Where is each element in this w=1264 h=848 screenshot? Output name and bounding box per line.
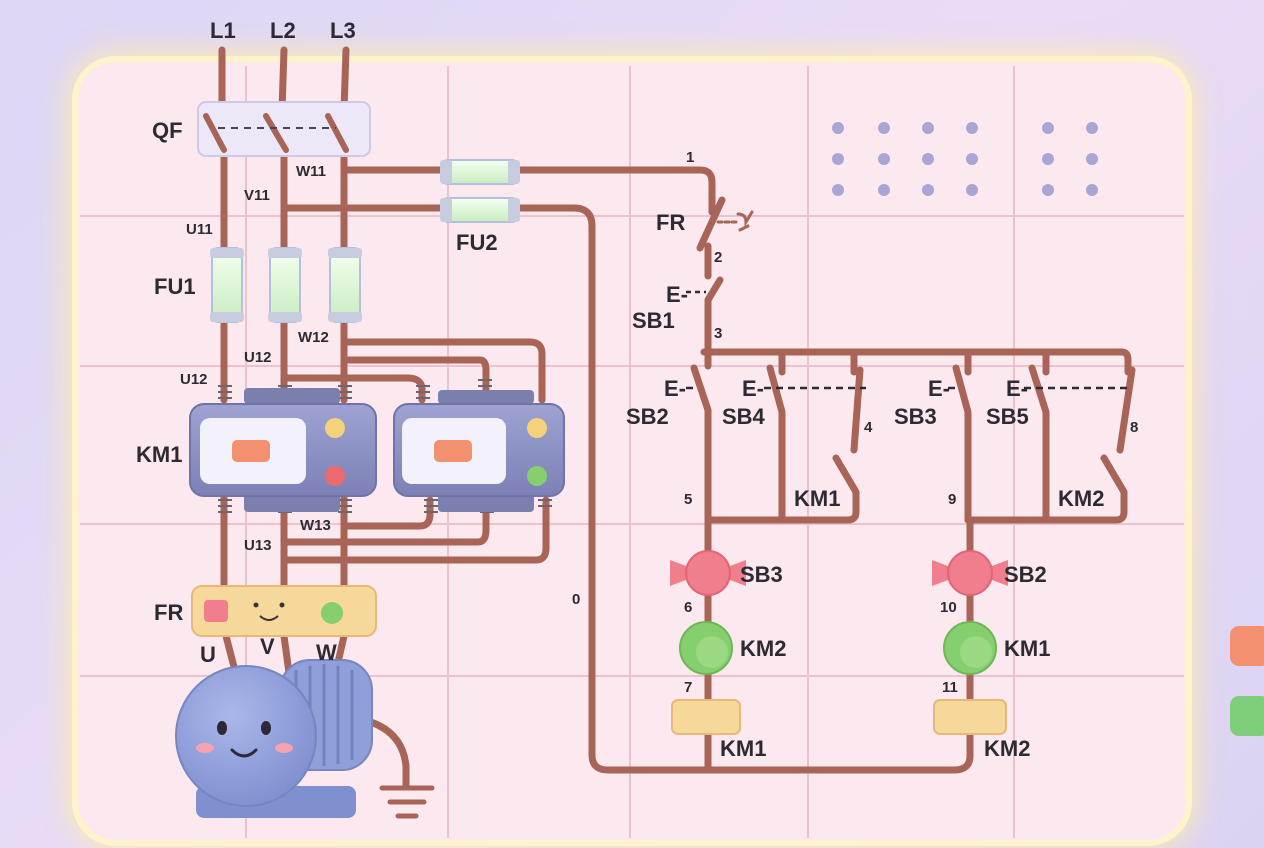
side-green-button[interactable]: [1230, 696, 1264, 736]
label-sb5: SB5: [986, 404, 1029, 429]
node-6: 6: [684, 599, 692, 616]
interlock-km2-button[interactable]: [679, 621, 733, 675]
label-w: W: [316, 640, 337, 665]
labels: L1 L2 L3 QF W11 V11 U11 FU1 FU2 W12 U12 …: [136, 18, 1138, 761]
node-9: 9: [948, 491, 956, 508]
label-km1-interlock: KM1: [1004, 636, 1050, 661]
node-10: 10: [940, 599, 957, 616]
smiling-relay-icon: [253, 602, 285, 621]
label-sb4: SB4: [722, 404, 766, 429]
node-7: 7: [684, 679, 692, 696]
node-4: 4: [864, 419, 873, 436]
label-l2: L2: [270, 18, 296, 43]
label-km1-power: KM1: [136, 442, 182, 467]
label-qf: QF: [152, 118, 183, 143]
label-u12: U12: [244, 349, 272, 366]
fuse-fu2[interactable]: [440, 159, 520, 223]
node-2: 2: [714, 249, 722, 266]
control-wires: [690, 196, 1136, 772]
label-sb5-prefix: E-: [1006, 376, 1028, 401]
contactor-km1[interactable]: [189, 388, 377, 512]
smiling-motor-icon[interactable]: [175, 659, 373, 818]
node-3: 3: [714, 325, 722, 342]
breaker-qf[interactable]: [197, 101, 371, 157]
node-0: 0: [572, 591, 580, 608]
label-w11: W11: [296, 163, 326, 180]
overload-contact-symbol: [716, 210, 754, 232]
side-orange-button[interactable]: [1230, 626, 1264, 666]
label-u13: U13: [244, 537, 272, 554]
label-sb1-prefix: E-: [666, 282, 688, 307]
coil-km2[interactable]: [933, 699, 1007, 735]
label-fr-control: FR: [656, 210, 685, 235]
fuse-fu1-b[interactable]: [268, 247, 302, 323]
ground-icon: [379, 785, 435, 819]
label-u12-left: U12: [180, 371, 208, 388]
pushbutton-sb3[interactable]: [670, 550, 746, 596]
label-w13: W13: [300, 517, 331, 534]
label-km2-coil: KM2: [984, 736, 1030, 761]
label-v11: V11: [244, 187, 270, 204]
node-8: 8: [1130, 419, 1138, 436]
label-km1-aux: KM1: [794, 486, 840, 511]
label-sb1: SB1: [632, 308, 675, 333]
label-l1: L1: [210, 18, 236, 43]
fuse-fu1-a[interactable]: [210, 247, 244, 323]
overload-relay-fr[interactable]: [191, 585, 377, 637]
fuse-fu1-c[interactable]: [328, 247, 362, 323]
contactor-km2[interactable]: [393, 390, 565, 512]
label-sb2: SB2: [626, 404, 669, 429]
label-fr-power: FR: [154, 600, 183, 625]
label-sb4-prefix: E-: [742, 376, 764, 401]
label-sb3-button: SB3: [740, 562, 783, 587]
label-fu1: FU1: [154, 274, 196, 299]
label-km2-aux: KM2: [1058, 486, 1104, 511]
interlock-km1-button[interactable]: [943, 621, 997, 675]
label-v: V: [260, 634, 275, 659]
label-km2-interlock: KM2: [740, 636, 786, 661]
fuse-fu1[interactable]: [210, 247, 362, 323]
node-5: 5: [684, 491, 692, 508]
label-sb3-prefix: E-: [928, 376, 950, 401]
pushbutton-sb2[interactable]: [932, 550, 1008, 596]
label-sb3: SB3: [894, 404, 937, 429]
decor-dots: [832, 122, 1098, 196]
label-fu2: FU2: [456, 230, 498, 255]
label-l3: L3: [330, 18, 356, 43]
node-11: 11: [942, 679, 958, 696]
label-sb2-button: SB2: [1004, 562, 1047, 587]
label-sb2-prefix: E-: [664, 376, 686, 401]
label-km1-coil: KM1: [720, 736, 766, 761]
label-u11-left: U11: [186, 221, 213, 238]
node-1: 1: [686, 149, 694, 166]
label-w12: W12: [298, 329, 329, 346]
coil-km1[interactable]: [671, 699, 741, 735]
label-u: U: [200, 642, 216, 667]
